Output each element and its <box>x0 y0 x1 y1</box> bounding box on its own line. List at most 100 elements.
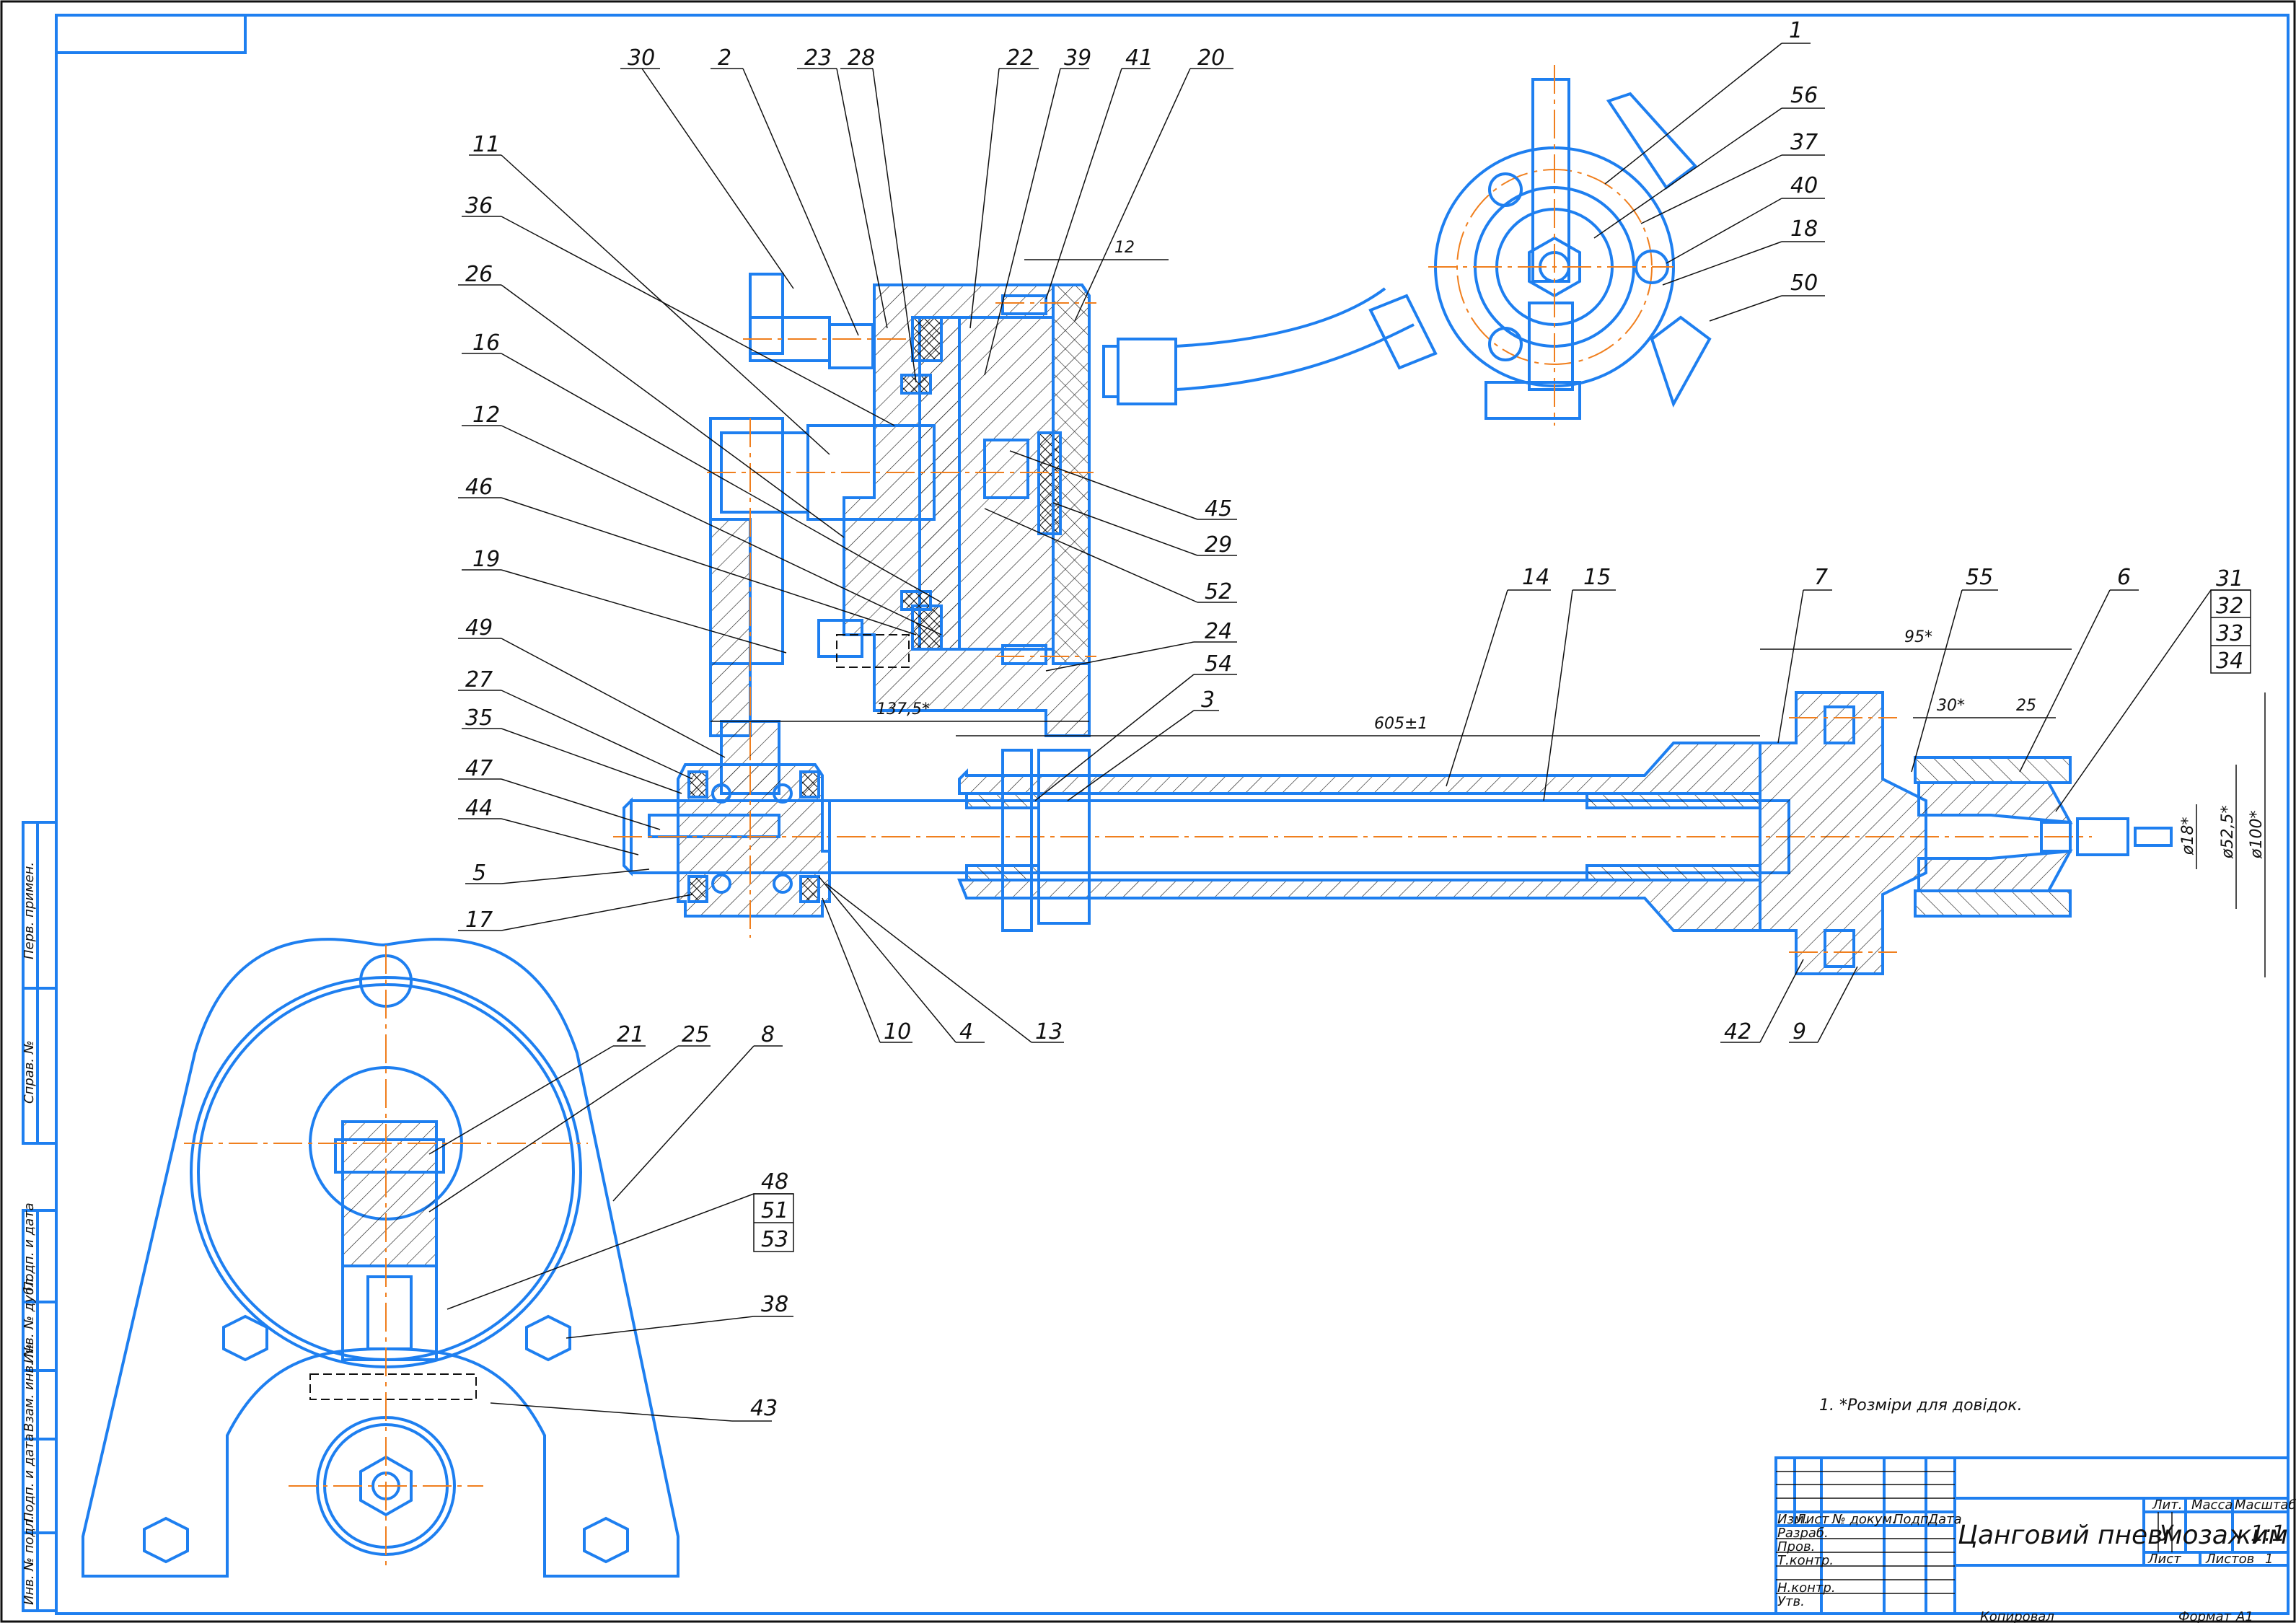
shaft-tube-section <box>828 742 1790 932</box>
part-label-19: 19 <box>472 547 500 572</box>
tb-mass-label: Масса <box>2191 1497 2233 1513</box>
tb-header-doc-no: № докум. <box>1831 1512 1896 1527</box>
part-label-56: 56 <box>1790 83 1818 108</box>
part-label-31: 31 <box>2216 566 2243 591</box>
stamp-inv-podl: Инв. № подл. <box>22 1516 37 1605</box>
part-label-40: 40 <box>1790 173 1818 198</box>
part-label-27: 27 <box>465 667 493 692</box>
part-label-34: 34 <box>2216 648 2243 674</box>
part-label-16: 16 <box>472 330 500 356</box>
part-label-49: 49 <box>465 615 493 641</box>
part-label-6: 6 <box>2117 565 2131 590</box>
tb-header-list: Лист <box>1795 1512 1829 1527</box>
part-label-21: 21 <box>617 1022 644 1047</box>
tb-lit-label: Лит. <box>2152 1497 2182 1513</box>
part-label-12: 12 <box>472 403 500 428</box>
part-label-47: 47 <box>465 756 493 781</box>
part-label-54: 54 <box>1205 651 1232 677</box>
dim-137-5: 137,5* <box>876 700 930 718</box>
part-labels-mid-bottom: 10 4 13 <box>818 876 1064 1044</box>
stamp-perv-primen: Перв. примен. <box>22 862 37 959</box>
stamp-podp-data-2: Подп. и дата <box>22 1433 37 1522</box>
part-label-41: 41 <box>1125 45 1153 71</box>
dim-phi52-5: ø52,5* <box>2219 806 2237 859</box>
part-labels-bracket: 21 25 8 38 43 <box>428 1022 793 1422</box>
part-labels-left: 11 36 26 16 12 46 19 49 27 35 47 44 5 17 <box>458 132 942 933</box>
part-label-32: 32 <box>2216 594 2243 619</box>
part-label-1: 1 <box>1789 18 1803 43</box>
part-labels-collet-bottom: 42 9 <box>1720 959 1858 1044</box>
part-label-29: 29 <box>1205 532 1232 558</box>
part-labels-shaft: 14 15 7 55 6 <box>1446 565 2139 801</box>
part-label-38: 38 <box>761 1292 788 1317</box>
tb-sheets-value: 1 <box>2265 1552 2273 1567</box>
drawing-note: 1. *Розміри для довідок. <box>1819 1397 2023 1415</box>
dim-30: 30* <box>1937 697 1965 715</box>
part-label-3: 3 <box>1201 687 1215 713</box>
part-label-48: 48 <box>761 1169 788 1195</box>
dim-phi18: ø18* <box>2179 817 2197 856</box>
part-label-10: 10 <box>884 1019 911 1044</box>
pneumatic-cylinder-section <box>707 273 1415 779</box>
part-label-7: 7 <box>1814 565 1828 590</box>
tb-header-izm: Изм. <box>1777 1512 1808 1527</box>
tb-sheets-label: Листов <box>2205 1552 2254 1567</box>
distributor-view <box>1368 65 1712 426</box>
part-label-28: 28 <box>848 45 875 71</box>
part-labels-distributor: 1 56 37 40 18 50 <box>1593 18 1825 322</box>
tb-scale-value: 1:1 <box>2251 1521 2285 1547</box>
tb-header-date: Дата <box>1927 1512 1962 1527</box>
part-label-51: 51 <box>761 1198 788 1223</box>
part-label-11: 11 <box>472 132 500 157</box>
part-label-44: 44 <box>465 796 493 821</box>
stamp-podp-data-1: Подп. и дата <box>22 1202 37 1291</box>
part-label-50: 50 <box>1790 270 1818 296</box>
part-labels-top: 30 2 23 28 22 39 41 20 <box>620 45 1233 383</box>
dim-95: 95* <box>1904 628 1932 646</box>
dim-12: 12 <box>1114 239 1135 257</box>
dim-phi100: ø100* <box>2248 811 2266 859</box>
tb-row-nkontr: Н.контр. <box>1777 1580 1836 1596</box>
part-label-17: 17 <box>465 907 493 933</box>
stamp-sprav-no: Справ. № <box>22 1040 37 1104</box>
part-label-5: 5 <box>472 861 486 886</box>
part-label-35: 35 <box>465 705 493 731</box>
part-label-14: 14 <box>1522 565 1549 590</box>
part-label-45: 45 <box>1205 496 1232 522</box>
part-label-13: 13 <box>1035 1019 1063 1044</box>
part-labels-stack-48: 48 51 53 <box>447 1169 794 1310</box>
stamp-vzam-inv: Взам. инв. № <box>22 1344 37 1432</box>
part-label-37: 37 <box>1790 130 1818 155</box>
title-block: Изм. Лист № докум. Подп. Дата Разраб. Пр… <box>1774 1456 2296 1615</box>
part-labels-right-of-cylinder: 45 29 52 24 54 3 <box>984 450 1237 801</box>
part-label-46: 46 <box>465 475 493 500</box>
tb-lit-value: У <box>2160 1521 2174 1547</box>
dimensions: 12 137,5* 605±1 95* 30* 25 ø18* ø52,5* ø… <box>711 239 2266 977</box>
dim-25: 25 <box>2016 697 2036 715</box>
dim-605: 605±1 <box>1374 715 1428 733</box>
part-label-33: 33 <box>2216 621 2243 646</box>
part-label-20: 20 <box>1197 45 1225 71</box>
stamp-inv-dubl: Инв. № дубл. <box>22 1275 37 1363</box>
part-label-2: 2 <box>718 45 731 71</box>
collet-chuck-section <box>1759 691 2173 975</box>
part-label-26: 26 <box>465 262 493 287</box>
tb-sheet-label: Лист <box>2147 1552 2181 1567</box>
format-value: A1 <box>2235 1609 2253 1623</box>
part-label-23: 23 <box>804 45 832 71</box>
side-stamp: Перв. примен. Справ. № Подп. и дата Инв.… <box>22 821 58 1612</box>
part-label-43: 43 <box>750 1396 778 1421</box>
top-left-stamp-box <box>55 14 247 54</box>
part-label-39: 39 <box>1064 45 1091 71</box>
part-label-22: 22 <box>1006 45 1034 71</box>
part-labels-stack-31: 31 32 33 34 <box>2055 566 2251 812</box>
part-label-9: 9 <box>1793 1019 1806 1044</box>
drawing-frame <box>55 14 2290 1615</box>
part-label-53: 53 <box>761 1227 788 1252</box>
part-label-36: 36 <box>465 193 493 219</box>
part-label-15: 15 <box>1583 565 1611 590</box>
format-label: Формат <box>2178 1609 2232 1623</box>
part-label-55: 55 <box>1966 565 1993 590</box>
